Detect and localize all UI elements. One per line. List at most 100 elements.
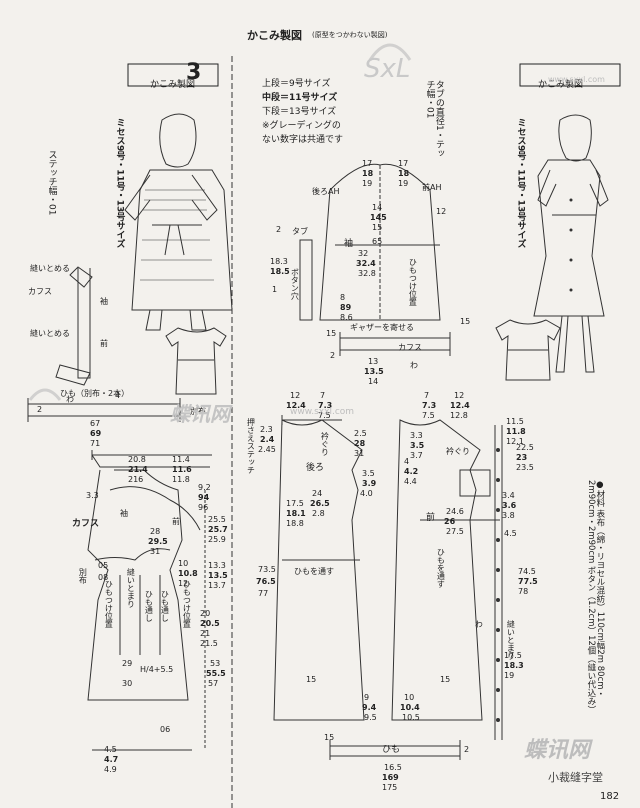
measure: 26.5 [310,499,330,508]
callout: 前 [100,339,108,348]
measure: 3.3 [86,491,99,500]
measure: 13 [368,357,379,366]
grade-line: ※グレーディングの [262,121,341,131]
measure: 2.45 [258,445,276,454]
measure: 17.5 [286,499,304,508]
callout: 縫いとめる [30,264,70,273]
measure: 57 [208,679,219,688]
callout: 別布 [78,568,88,584]
measure: 77.5 [518,577,538,586]
measure: 13.7 [208,581,226,590]
measure: 65 [372,237,383,246]
measure: 55.5 [206,669,226,678]
measure: 18.3 [270,257,288,266]
measure: 18 [362,169,374,178]
measure: 17 [362,159,373,168]
measure: 10 [178,559,189,568]
neckline-label: 衿ぐり [446,447,470,456]
callout: ひもつけ位置 [182,580,192,628]
measure: 12 [290,391,301,400]
header-subtitle: (原型をつかわない製図) [312,31,388,39]
page-number: 182 [600,791,620,802]
callout: ひもつけ位置 [104,580,114,628]
measure: 9.2 [198,483,211,492]
measure: 4.4 [404,477,417,486]
measure: 4.2 [404,467,419,476]
right-label: かこみ製図 [538,80,584,90]
measure: 05 [98,561,109,570]
measure: 7.5 [422,411,435,420]
tie-strip-label: ひも [382,745,401,755]
measure: 96 [198,503,209,512]
measure: 7.3 [318,401,333,410]
measure: 2.4 [260,435,275,444]
measure: 3.5 [410,441,425,450]
measure: 4.5 [504,529,517,538]
measure: 17 [398,159,409,168]
measure: 14 [372,203,383,212]
measure: 9.4 [362,703,377,712]
measure: 13.5 [208,571,228,580]
measure: 74.5 [518,567,536,576]
sleeve-label: 袖 [344,239,354,249]
watermark-site: www.sxxl.com [548,75,605,84]
measure: 25.9 [208,535,226,544]
measure: 7 [424,391,430,400]
measure: 73.5 [258,565,276,574]
sleeve-label: 前AH [422,183,442,192]
measure: 3.7 [410,451,423,460]
measure: 9 [364,693,370,702]
measure: 29 [122,659,133,668]
measure: 4.7 [104,755,119,764]
measure: H/4+5.5 [140,665,174,674]
tab-label: タブ [292,227,308,236]
callout: ひも通し [144,590,154,622]
measure: 29.5 [148,537,168,546]
measure: 32 [358,249,369,258]
measure: 31 [150,547,161,556]
watermark-site: www.sxxl.com [290,407,355,417]
measure: 3.3 [410,431,423,440]
measure: 2 [464,745,470,754]
measure: 21 [200,629,211,638]
measure: 3.8 [502,511,515,520]
left-stitch-note: ステッチ幅・01 [46,150,57,216]
measure: 7.5 [318,411,331,420]
measure: 11.6 [172,465,192,474]
measure: 4.0 [360,489,373,498]
tab-note: タブの直径1・テッチ幅・01 [424,80,444,158]
left-size-note: ミセス9号・11号・13号サイズ [114,118,125,249]
measure: 18.1 [286,509,306,518]
measure: 4 [404,457,410,466]
measure: 21.4 [128,465,148,474]
tie-position-label: ひもつけ位置 [408,258,418,306]
measure: 3.5 [362,469,375,478]
measure: 2.8 [312,509,325,518]
measure: 7 [320,391,326,400]
measure: 20 [200,609,211,618]
measure: 69 [90,429,102,438]
topstitch-label: 押さえステッチ [246,418,256,474]
measure: 11.8 [172,475,190,484]
measure: 3.4 [502,491,515,500]
measure: 17.5 [504,651,522,660]
measure: 7.3 [422,401,437,410]
callout: 縫いとめる [30,329,70,338]
measure: 2 [276,225,282,234]
measure: 1 [272,285,278,294]
callout: カフス [28,287,52,296]
measure: 15 [306,675,317,684]
right-size-note: ミセス9号・11号・13号サイズ [515,118,526,249]
measure: 12 [454,391,465,400]
grade-line: 下段＝13号サイズ [262,107,337,117]
tie-label: ひもを通す [436,548,446,588]
measure: 11.5 [506,417,524,426]
measure: 12 [178,579,189,588]
watermark-brand: 蝶讯网 [170,402,230,426]
measure: 12 [436,207,447,216]
callout: 袖 [120,509,128,518]
measure: 15 [326,329,337,338]
measure: 3.6 [502,501,517,510]
measure: 31 [354,449,365,458]
